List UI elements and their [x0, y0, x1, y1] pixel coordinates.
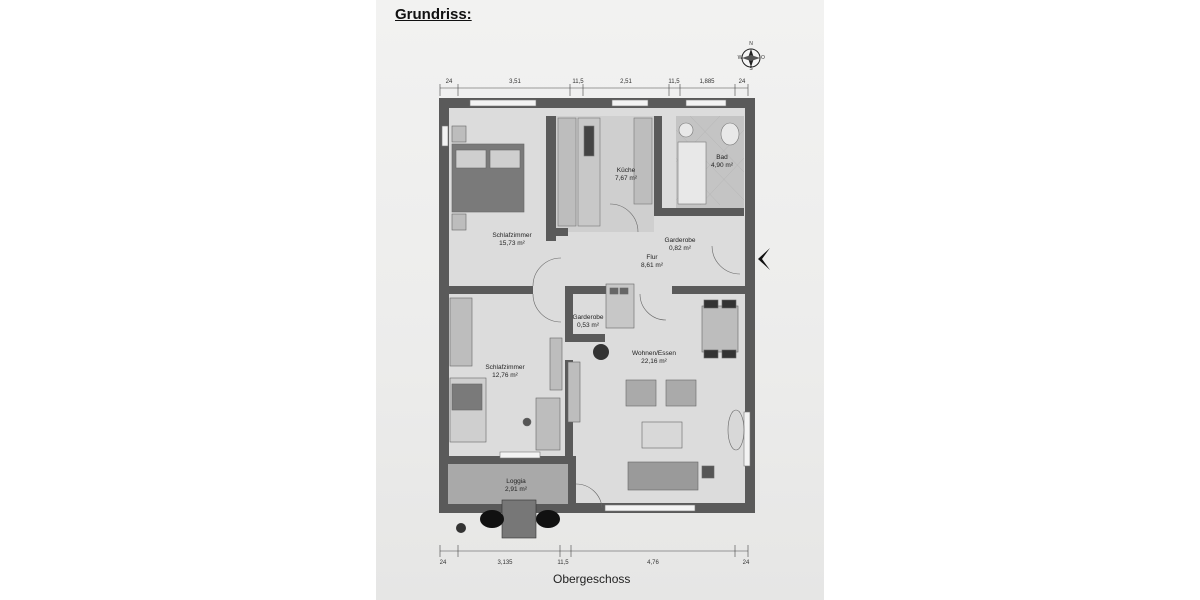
- room-area: 22,16 m²: [641, 358, 667, 365]
- bedroom1-furniture: [451, 125, 525, 231]
- room-area: 12,76 m²: [492, 372, 518, 379]
- room-name: Schlafzimmer: [485, 364, 525, 371]
- room-area: 2,91 m²: [504, 486, 528, 493]
- dim-bottom-4: 24: [742, 560, 750, 566]
- room-area: 8,61 m²: [640, 262, 664, 269]
- living-furniture: [567, 299, 745, 491]
- dim-top-2: 11,5: [572, 79, 584, 85]
- compass-east: O: [761, 55, 765, 61]
- room-schlafzimmer-1: Schlafzimmer 15,73 m²: [492, 232, 531, 248]
- room-name: Bad: [716, 154, 728, 161]
- loggia-floor: [448, 464, 576, 504]
- room-area: 0,82 m²: [668, 245, 692, 252]
- dim-bottom-2: 11,5: [557, 560, 569, 566]
- dim-top-0: 24: [445, 79, 453, 85]
- room-name: Garderobe: [664, 237, 696, 244]
- bath-fixtures: [677, 122, 740, 205]
- room-area: 0,53 m²: [576, 322, 600, 329]
- room-name: Loggia: [506, 478, 526, 485]
- dim-top-4: 11,5: [668, 79, 680, 85]
- bedroom2-furniture: [449, 297, 563, 451]
- kitchen-counters: [557, 117, 653, 227]
- room-wohnen-essen: Wohnen/Essen 22,16 m²: [632, 350, 676, 366]
- loggia-furniture: [456, 499, 560, 539]
- room-schlafzimmer-2: Schlafzimmer 12,76 m²: [485, 364, 524, 380]
- dimension-line-bottom: [439, 545, 749, 557]
- room-loggia: Loggia 2,91 m²: [505, 478, 527, 494]
- dim-top-1: 3,51: [509, 79, 521, 85]
- dimension-line-top: [439, 84, 749, 96]
- dim-bottom-0: 24: [439, 560, 447, 566]
- dim-bottom-3: 4,76: [647, 560, 659, 566]
- floor-label: Obergeschoss: [553, 572, 631, 586]
- room-kueche: Küche 7,67 m²: [615, 167, 637, 183]
- room-bad: Bad 4,90 m²: [711, 154, 733, 170]
- compass-south: S: [749, 66, 753, 72]
- dim-bottom-1: 3,135: [497, 560, 513, 566]
- windows: [441, 99, 751, 512]
- doors: [532, 203, 741, 509]
- room-flur: Flur 8,61 m²: [641, 254, 663, 270]
- dim-top-3: 2,51: [620, 79, 632, 85]
- room-name: Garderobe: [572, 314, 604, 321]
- room-name: Schlafzimmer: [492, 232, 532, 239]
- room-name: Wohnen/Essen: [632, 350, 676, 357]
- compass-west: W: [737, 55, 743, 61]
- entrance-arrow-icon: [758, 248, 770, 270]
- page-title: Grundriss:: [395, 6, 472, 23]
- dim-top-6: 24: [738, 79, 746, 85]
- room-garderobe-1: Garderobe 0,82 m²: [664, 237, 695, 253]
- compass-icon: [741, 48, 761, 68]
- room-garderobe-2: Garderobe 0,53 m²: [572, 314, 603, 330]
- room-area: 4,90 m²: [710, 162, 734, 169]
- dim-top-5: 1,885: [699, 79, 715, 85]
- plant-icon: [593, 344, 609, 360]
- compass-north: N: [749, 41, 753, 47]
- wardrobe-units: [605, 283, 635, 329]
- room-area: 7,67 m²: [614, 175, 638, 182]
- room-name: Küche: [616, 167, 636, 174]
- room-area: 15,73 m²: [499, 240, 525, 247]
- room-name: Flur: [646, 254, 658, 261]
